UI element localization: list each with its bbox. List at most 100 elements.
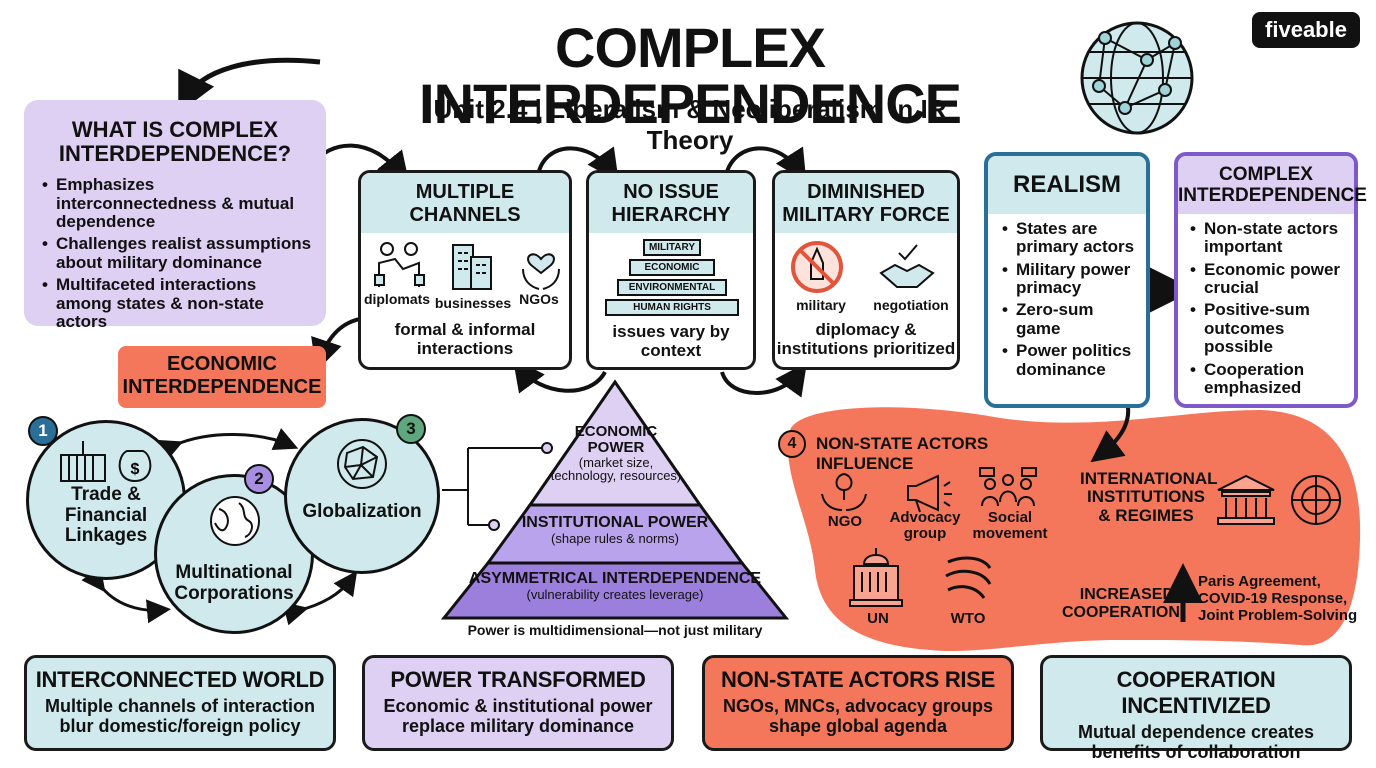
economic-banner: ECONOMIC INTERDEPENDENCE	[118, 346, 326, 408]
institutions-line3: & REGIMES	[1098, 505, 1194, 525]
realism-bullet: Power politics dominance	[1002, 342, 1140, 379]
channels-icons	[374, 242, 560, 290]
pyramid-asymmetrical-title: ASYMMETRICAL INTERDEPENDENCE	[468, 570, 762, 587]
page-subtitle: Unit 2.4 | Liberalism & Neoliberalism in…	[433, 94, 947, 155]
actor-advocacy: Advocacy group	[884, 510, 966, 542]
panel-caption-line1: diplomacy &	[815, 320, 917, 339]
section-number-4: 4	[778, 430, 806, 458]
pyramid-economic-line1: ECONOMIC	[574, 423, 658, 440]
takeaway-line1: Economic & institutional power	[383, 696, 653, 716]
complex-bullet: Cooperation emphasized	[1190, 360, 1350, 398]
ngo-plant-hands-icon	[821, 472, 867, 511]
svg-text:$: $	[131, 461, 140, 478]
takeaway-line2: replace military dominance	[401, 716, 635, 737]
institutions-line2: INSTITUTIONS	[1086, 487, 1206, 507]
takeaway-power: POWER TRANSFORMED Economic & institution…	[362, 655, 674, 751]
takeaway-title: COOPERATION INCENTIVIZED	[1116, 667, 1276, 718]
takeaway-line2: shape global agenda	[768, 716, 948, 737]
realism-box: REALISM States are primary actors Milita…	[984, 152, 1150, 408]
network-globe-icon	[1080, 21, 1194, 135]
institutions-line1: INTERNATIONAL	[1080, 469, 1218, 488]
realism-bullet: States are primary actors	[1002, 219, 1140, 257]
takeaway-line2: benefits of collaboration	[1091, 742, 1301, 763]
network-icon	[337, 439, 387, 489]
circle-globalization-line1: Globalization	[302, 501, 422, 522]
org-icons	[849, 548, 992, 607]
definition-box: WHAT IS COMPLEX INTERDEPENDENCE? Emphasi…	[24, 100, 326, 331]
panel-diminished-military: DIMINISHED MILITARY FORCE military negot…	[772, 170, 960, 370]
page-title: COMPLEX INTERDEPENDENCE	[419, 16, 962, 135]
takeaway-line1: NGOs, MNCs, advocacy groups	[722, 696, 994, 716]
issue-military: MILITARY	[643, 239, 701, 256]
realism-bullet: Zero-sum game	[1002, 301, 1140, 338]
businesses-icon	[452, 244, 492, 290]
megaphone-icon	[907, 474, 952, 513]
circle-globalization: Globalization	[284, 418, 440, 574]
icon-label-ngos: NGOs	[519, 291, 559, 307]
panel-title-line1: NO ISSUE	[623, 181, 719, 203]
circle-number-3: 3	[396, 414, 426, 444]
org-wto: WTO	[950, 610, 986, 627]
takeaway-title: POWER TRANSFORMED	[390, 667, 646, 692]
circle-multinational-line1: Multinational	[175, 562, 293, 583]
pyramid-asymmetrical-sub: (vulnerability creates leverage)	[526, 586, 704, 602]
circle-number-1: 1	[28, 416, 58, 446]
circle-trade-line1: Trade &	[71, 484, 141, 505]
pyramid-institutional-sub: (shape rules & norms)	[551, 530, 679, 546]
economic-banner-line1: ECONOMIC	[167, 353, 277, 375]
panel-caption-line2: context	[640, 340, 702, 360]
pyramid-economic-sub2: technology, resources)	[550, 468, 682, 484]
icon-label-military: military	[796, 297, 846, 313]
takeaway-line1: Mutual dependence creates	[1077, 722, 1315, 742]
actor-advocacy-line1: Advocacy	[889, 509, 961, 526]
takeaway-title: INTERCONNECTED WORLD	[35, 667, 325, 692]
container-money-icon: $	[60, 441, 152, 483]
panel-caption-line1: issues vary by	[612, 322, 730, 341]
realism-title: REALISM	[988, 156, 1146, 214]
un-building-icon	[849, 548, 903, 607]
increased-cooperation: INCREASED COOPERATION	[1062, 586, 1180, 621]
cooperation-line2: COOPERATION	[1062, 603, 1180, 621]
brand-logo[interactable]: fiveable	[1252, 12, 1360, 48]
complex-title-line1: COMPLEX	[1219, 164, 1313, 185]
icon-label-businesses: businesses	[434, 295, 512, 311]
pyramid-institutional: INSTITUTIONAL POWER (shape rules & norms…	[500, 514, 730, 546]
panel-title-line2: MILITARY FORCE	[782, 204, 950, 226]
institutions-label: INTERNATIONAL INSTITUTIONS & REGIMES	[1080, 469, 1218, 525]
pyramid-economic-sub1: (market size,	[578, 454, 654, 470]
circle-trade-line2: Financial	[64, 504, 148, 526]
actor-social-line2: movement	[972, 524, 1048, 542]
institution-icons	[1217, 474, 1341, 525]
social-movement-icon	[979, 467, 1037, 507]
panel-title-line2: CHANNELS	[409, 204, 521, 226]
economic-banner-line2: INTERDEPENDENCE	[122, 376, 322, 398]
definition-bullet: Multifaceted interactions among states &…	[42, 275, 312, 331]
definition-bullet: Emphasizes interconnectedness & mutual d…	[42, 176, 312, 231]
un-emblem-icon	[1291, 475, 1341, 525]
military-icons	[791, 241, 935, 293]
diplomats-icon	[374, 242, 425, 287]
courthouse-icon	[1217, 474, 1275, 525]
definition-heading-line2: INTERDEPENDENCE?	[58, 141, 292, 167]
panel-caption-line2: interactions	[416, 338, 514, 358]
definition-bullet: Challenges realist assumptions about mil…	[42, 235, 312, 272]
pyramid-caption: Power is multidimensional—not just milit…	[467, 622, 763, 638]
circle-multinational: Multinational Corporations	[154, 474, 314, 634]
takeaway-non-state: NON-STATE ACTORS RISE NGOs, MNCs, advoca…	[702, 655, 1014, 751]
wto-logo-icon	[945, 556, 992, 599]
non-state-actor-icons	[821, 467, 1037, 513]
definition-heading-line1: WHAT IS COMPLEX	[71, 117, 279, 142]
issue-human-rights: HUMAN RIGHTS	[605, 299, 739, 316]
handshake-check-icon	[879, 244, 935, 288]
circle-multinational-line2: Corporations	[174, 582, 294, 604]
no-missile-icon	[791, 241, 843, 293]
panel-title-line1: MULTIPLE	[415, 181, 515, 203]
icon-label-negotiation: negotiation	[873, 297, 949, 313]
panel-title-line1: DIMINISHED	[807, 181, 925, 203]
realism-bullet: Military power primacy	[1002, 260, 1140, 298]
issue-economic: ECONOMIC	[629, 259, 715, 276]
actor-ngo-line1: NGO	[827, 513, 863, 530]
takeaway-line1: Multiple channels of interaction	[44, 696, 316, 716]
actor-social: Social movement	[968, 510, 1052, 542]
panel-caption-line1: formal & informal	[394, 320, 536, 339]
